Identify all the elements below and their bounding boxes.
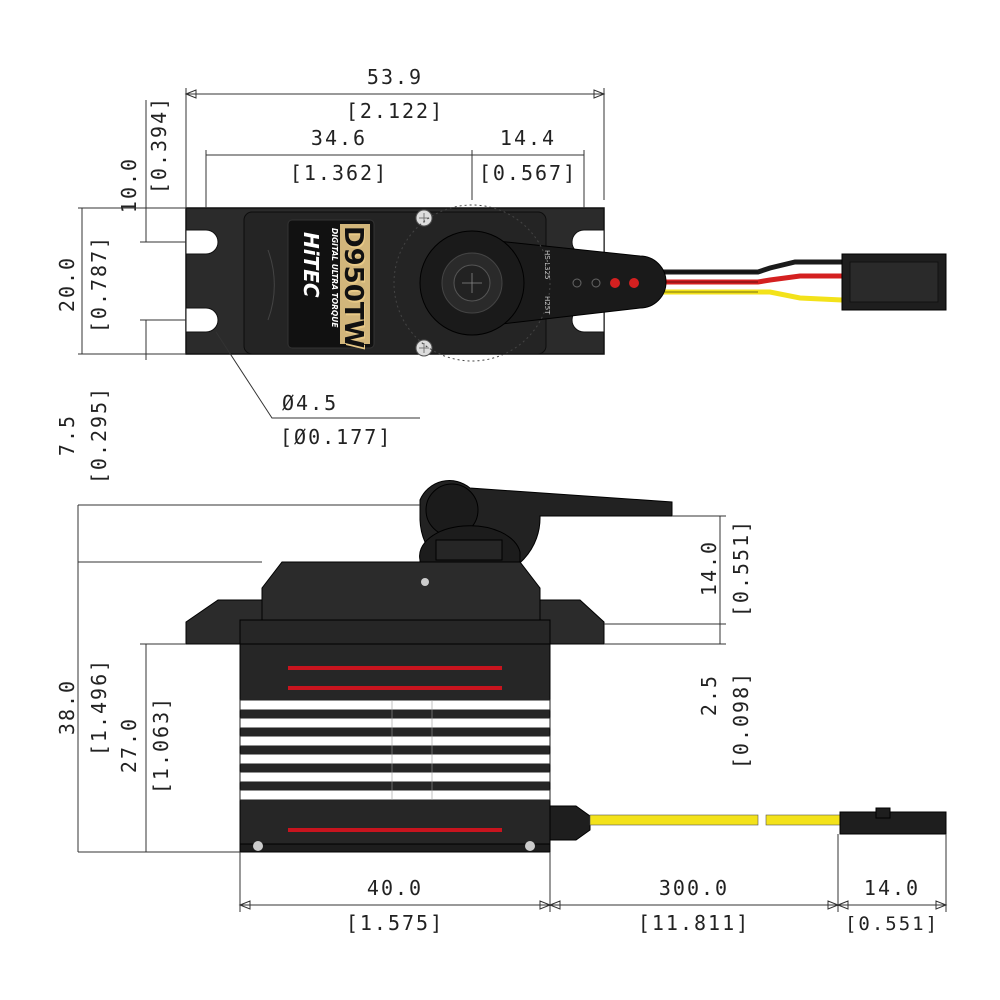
dim-body-below-tabs-mm: 27.0: [117, 717, 141, 773]
product-tagline: DIGITAL ULTRA TORQUE: [330, 228, 339, 328]
dim-wire-length-mm: 300.0: [659, 876, 729, 900]
dim-body-to-shaft-mm: 34.6: [311, 126, 367, 150]
dim-horn-height-inch: [0.295]: [87, 386, 111, 484]
dim-body-width-inch: [1.575]: [346, 911, 444, 935]
dim-connector-length-inch: [0.551]: [845, 913, 939, 935]
dim-connector-length-mm: 14.0: [864, 876, 920, 900]
side-connector: [839, 811, 947, 835]
side-wire: [589, 814, 759, 826]
dim-body-depth-inch: [0.787]: [87, 235, 111, 333]
dim-overall-width-inch: [2.122]: [346, 99, 444, 123]
dim-overall-height-inch: [1.496]: [87, 658, 111, 756]
side-view: 7.5 [0.295] 38.0 [1.496] 27.0 [1.063] 14…: [55, 386, 948, 935]
dim-body-depth-mm: 20.0: [55, 256, 79, 312]
dim-body-to-shaft-inch: [1.362]: [290, 161, 388, 185]
dim-shaft-to-tab-inch: [0.567]: [479, 161, 577, 185]
dim-body-width-mm: 40.0: [367, 876, 423, 900]
dim-overall-height-mm: 38.0: [55, 679, 79, 735]
horn-top-text: HS-L325: [543, 250, 551, 280]
dim-horn-height-mm: 7.5: [55, 414, 79, 456]
horn-bottom-text: H25T: [543, 296, 551, 315]
brand-logo: HiTEC: [299, 232, 323, 298]
dim-tab-thickness-mm: 2.5: [697, 674, 721, 716]
dim-overall-width-mm: 53.9: [367, 65, 423, 89]
mount-hole-icon: [185, 307, 219, 333]
dim-hole-spacing-inch: [0.394]: [147, 96, 171, 194]
dim-body-below-tabs-inch: [1.063]: [149, 696, 173, 794]
top-view-wires: [640, 259, 843, 303]
heat-sink-fins: [239, 699, 551, 801]
mount-hole-icon: [185, 229, 219, 255]
dim-hole-spacing-mm: 10.0: [117, 157, 141, 213]
dim-hole-diameter-mm: Ø4.5: [282, 391, 338, 415]
dim-shaft-to-tab-mm: 14.4: [500, 126, 556, 150]
dim-tab-thickness-inch: [0.098]: [729, 671, 753, 769]
dim-shaft-above-tabs-inch: [0.551]: [729, 519, 753, 617]
dim-shaft-above-tabs-mm: 14.0: [697, 540, 721, 596]
top-view: D950TW D950TW DIGITAL ULTRA TORQUE HiTEC…: [55, 65, 947, 449]
dim-wire-length-inch: [11.811]: [638, 911, 750, 935]
dim-hole-diameter-inch: [Ø0.177]: [280, 425, 392, 449]
side-body-top: [261, 561, 541, 621]
model-name: D950TW: [338, 226, 368, 348]
